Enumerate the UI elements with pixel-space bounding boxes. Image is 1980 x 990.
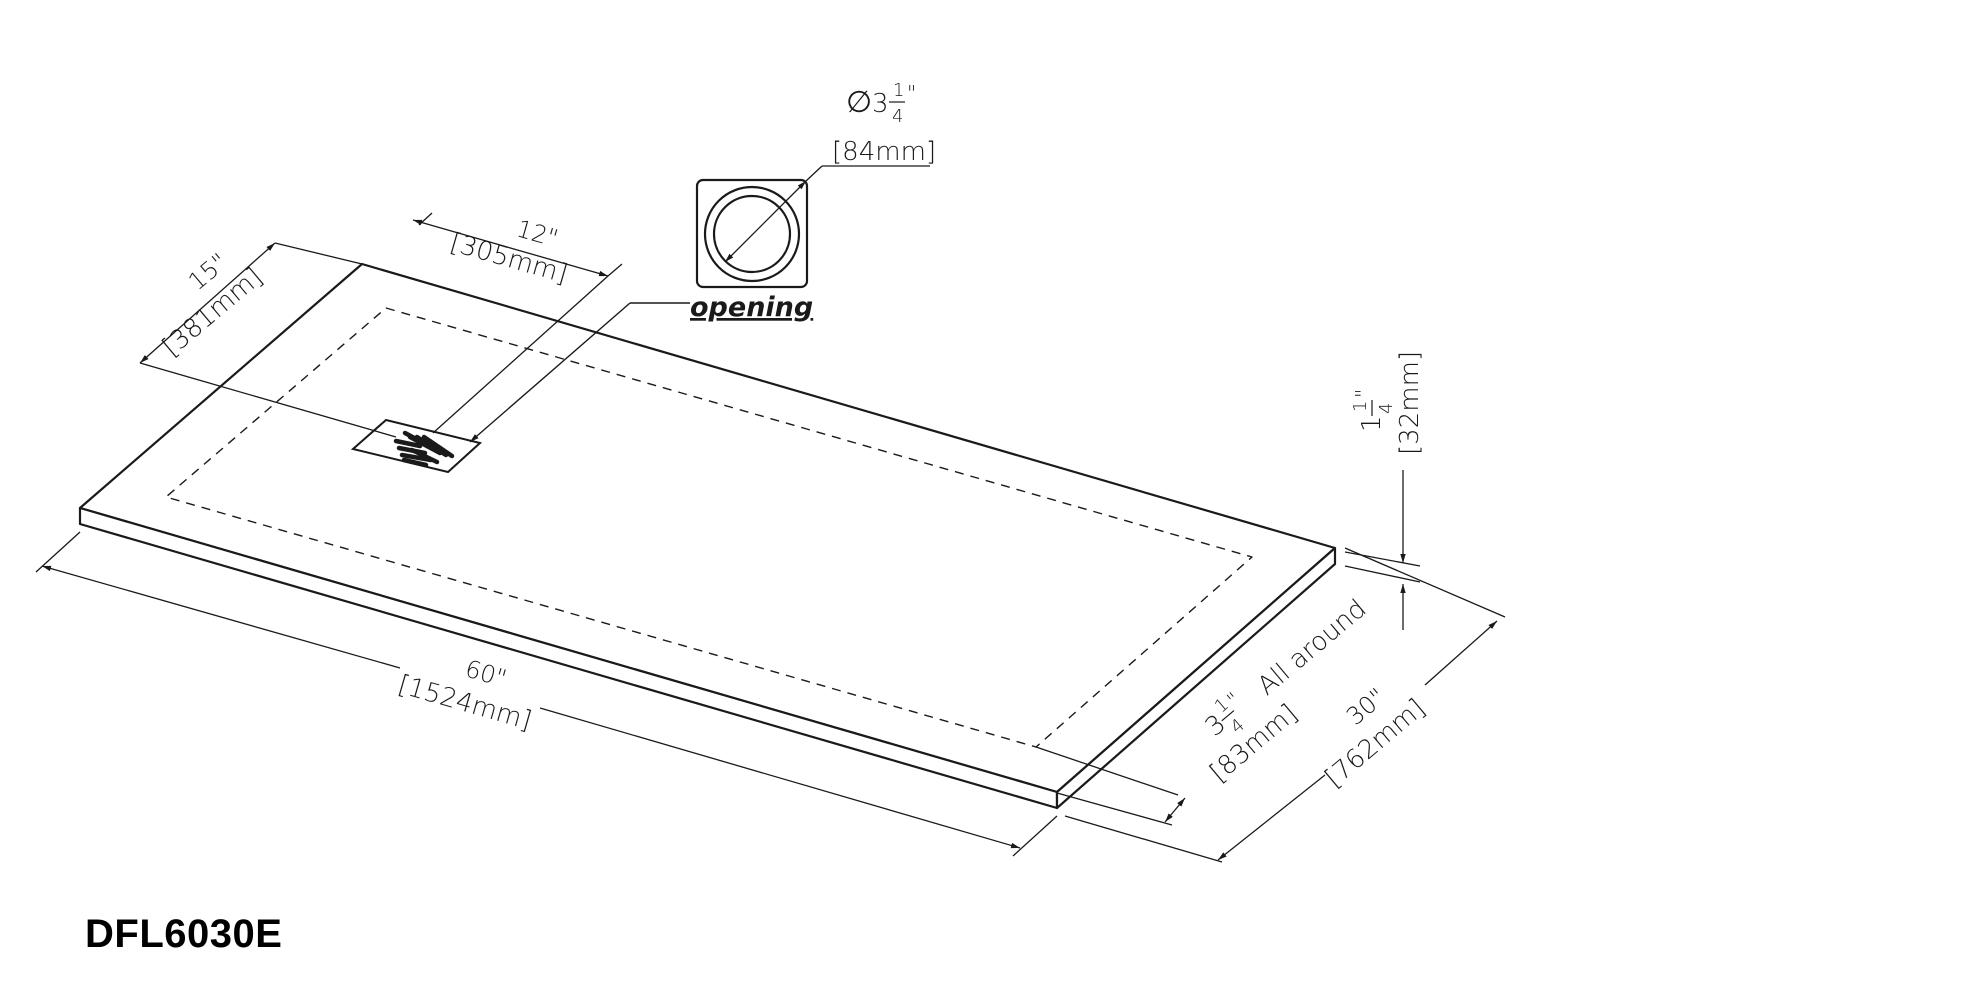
height-metric-value: 32mm: [1395, 361, 1425, 445]
dim-height: [1344, 470, 1421, 630]
dim-border: [1035, 746, 1186, 826]
opening-leader: [469, 302, 690, 443]
length-imperial: 60": [462, 655, 510, 693]
dim-length: [35, 531, 1058, 857]
dim-width: [1064, 547, 1506, 863]
drain-detail: [695, 165, 930, 289]
model-number: DFL6030E: [85, 912, 283, 956]
height-metric: [32mm]: [1395, 351, 1425, 455]
drain-diameter-den: 4: [892, 106, 903, 127]
drain-diameter-metric-value: 84mm: [842, 137, 926, 167]
dim-drain-offset-y: [139, 242, 397, 438]
dim-drain-offset-x: [412, 212, 623, 434]
drain-grate: [350, 418, 483, 474]
drain-diameter-num: 1: [893, 80, 904, 101]
height-den: 4: [1376, 403, 1397, 414]
drain-detail-square: [695, 178, 809, 289]
height-whole: 1: [1357, 415, 1387, 432]
drain-diameter-whole: 3: [872, 89, 889, 119]
drain-diameter-metric: [84mm]: [832, 137, 936, 167]
height-unit: ": [1351, 389, 1375, 398]
drain-detail-outer-circle: [703, 185, 801, 283]
drain-detail-inner-circle: [712, 194, 792, 274]
height-num: 1: [1350, 401, 1371, 412]
drain-diameter-line: [724, 180, 807, 263]
opening-label: opening: [690, 292, 813, 323]
shower-tray: [78, 262, 1337, 810]
drain-diameter-symbol: ∅: [846, 85, 872, 120]
drain-diameter-unit: ": [907, 81, 916, 105]
tray-side-edge: [1055, 546, 1337, 810]
